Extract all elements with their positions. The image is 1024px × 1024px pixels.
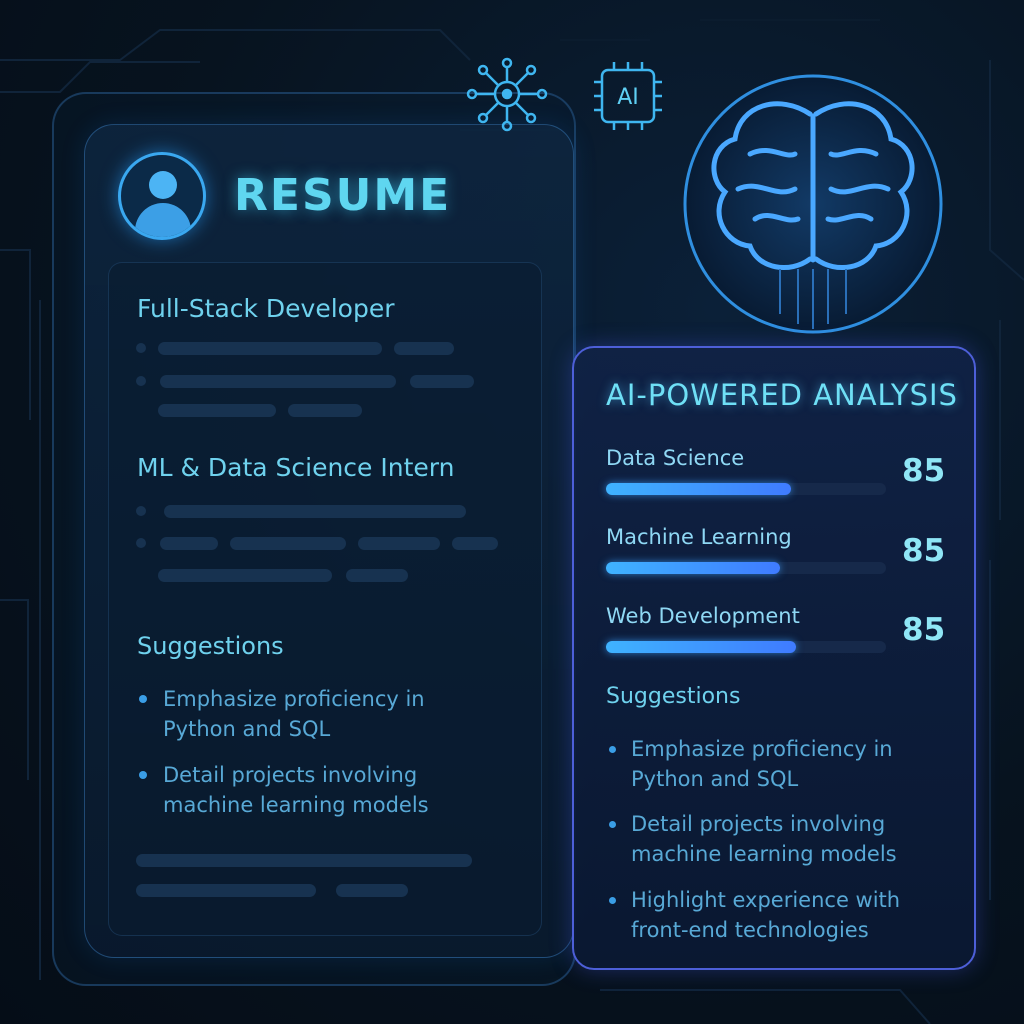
ai-analysis-card <box>572 346 976 970</box>
placeholder-bullet <box>136 538 146 548</box>
user-avatar-icon <box>118 152 206 240</box>
ai-chip-label: AI <box>617 85 639 110</box>
placeholder-bullet <box>136 376 146 386</box>
skill-bar-machine-learning <box>606 562 886 574</box>
skill-label-web-development: Web Development <box>606 604 800 628</box>
suggestion-bullet <box>139 771 147 779</box>
placeholder-line <box>346 569 408 582</box>
resume-suggestions-title: Suggestions <box>137 632 284 660</box>
placeholder-line <box>410 375 474 388</box>
skill-score-web-development: 85 <box>902 612 946 648</box>
placeholder-line <box>160 537 218 550</box>
skill-score-data-science: 85 <box>902 453 946 489</box>
brain-icon <box>683 74 943 334</box>
skill-bar-fill <box>606 562 780 574</box>
analysis-suggestion-item: Detail projects involving machine learni… <box>631 812 897 866</box>
skill-bar-data-science <box>606 483 886 495</box>
suggestion-bullet <box>609 897 616 904</box>
resume-suggestion-item: Emphasize proficiency in Python and SQL <box>163 687 425 741</box>
skill-label-machine-learning: Machine Learning <box>606 525 792 549</box>
placeholder-line <box>288 404 362 417</box>
job-title-fullstack: Full-Stack Developer <box>137 294 395 323</box>
placeholder-line <box>136 884 316 897</box>
suggestion-bullet <box>609 746 616 753</box>
placeholder-line <box>336 884 408 897</box>
placeholder-line <box>394 342 454 355</box>
suggestion-bullet <box>609 821 616 828</box>
ai-chip-icon: AI <box>594 62 662 130</box>
placeholder-line <box>136 854 472 867</box>
placeholder-line <box>160 375 396 388</box>
resume-suggestion-item: Detail projects involving machine learni… <box>163 763 429 817</box>
network-icon <box>466 57 548 132</box>
analysis-suggestion-item: Emphasize proficiency in Python and SQL <box>631 737 893 791</box>
placeholder-line <box>158 404 276 417</box>
placeholder-line <box>358 537 440 550</box>
skill-bar-web-development <box>606 641 886 653</box>
placeholder-line <box>164 505 466 518</box>
analysis-suggestions-title: Suggestions <box>606 684 741 709</box>
analysis-title: AI-POWERED ANALYSIS <box>606 378 958 412</box>
placeholder-line <box>452 537 498 550</box>
job-title-ml-intern: ML & Data Science Intern <box>137 453 455 482</box>
placeholder-line <box>158 342 382 355</box>
placeholder-bullet <box>136 343 146 353</box>
skill-bar-fill <box>606 641 797 653</box>
skill-label-data-science: Data Science <box>606 446 745 470</box>
placeholder-line <box>230 537 346 550</box>
placeholder-bullet <box>136 506 146 516</box>
suggestion-bullet <box>139 695 147 703</box>
analysis-suggestion-item: Highlight experience with front-end tech… <box>631 888 901 942</box>
placeholder-line <box>158 569 332 582</box>
skill-score-machine-learning: 85 <box>902 533 946 569</box>
resume-title: RESUME <box>234 170 452 221</box>
resume-content-panel <box>108 262 542 936</box>
skill-bar-fill <box>606 483 791 495</box>
